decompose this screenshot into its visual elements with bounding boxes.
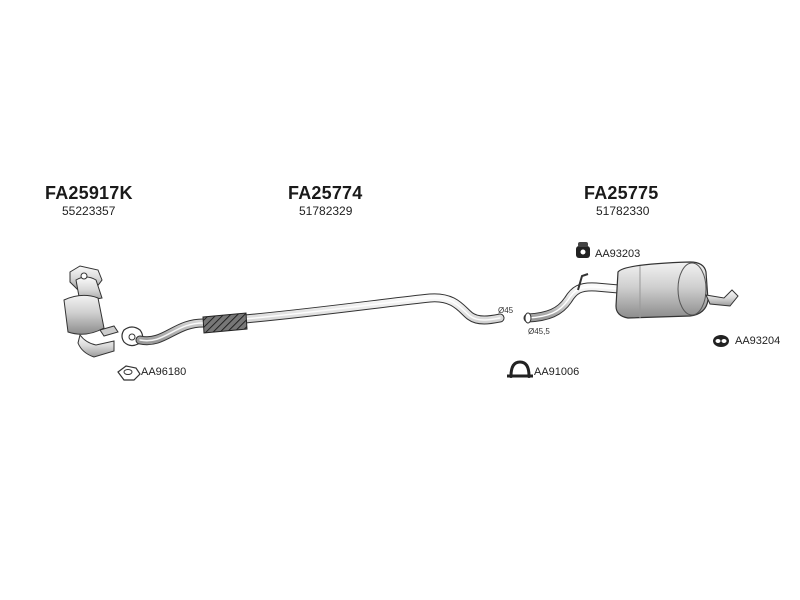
part-code-rear-muffler: FA25775 bbox=[584, 183, 659, 203]
oem-number-middle-pipe: 51782329 bbox=[299, 204, 353, 218]
rubber-ring-icon bbox=[713, 335, 729, 347]
accessory-ring-label: AA93204 bbox=[735, 335, 781, 347]
oem-number-catalytic: 55223357 bbox=[62, 204, 116, 218]
oem-number-rear-muffler: 51782330 bbox=[596, 204, 650, 218]
rear-muffler-part[interactable] bbox=[523, 261, 739, 324]
clamp-icon bbox=[507, 360, 533, 378]
accessory-mount-label: AA93203 bbox=[595, 248, 641, 260]
middle-pipe-part[interactable] bbox=[135, 293, 505, 346]
accessory-clamp-label: AA91006 bbox=[534, 366, 580, 378]
diameter-label-rear: Ø45,5 bbox=[528, 327, 550, 336]
gasket-icon bbox=[117, 365, 141, 381]
diameter-label-middle: Ø45 bbox=[498, 306, 514, 315]
part-code-catalytic: FA25917K bbox=[45, 183, 133, 203]
catalytic-converter-part[interactable] bbox=[63, 265, 119, 358]
part-code-middle-pipe: FA25774 bbox=[288, 183, 363, 203]
accessory-gasket-label: AA96180 bbox=[141, 366, 187, 378]
rubber-mount-icon bbox=[576, 242, 590, 258]
